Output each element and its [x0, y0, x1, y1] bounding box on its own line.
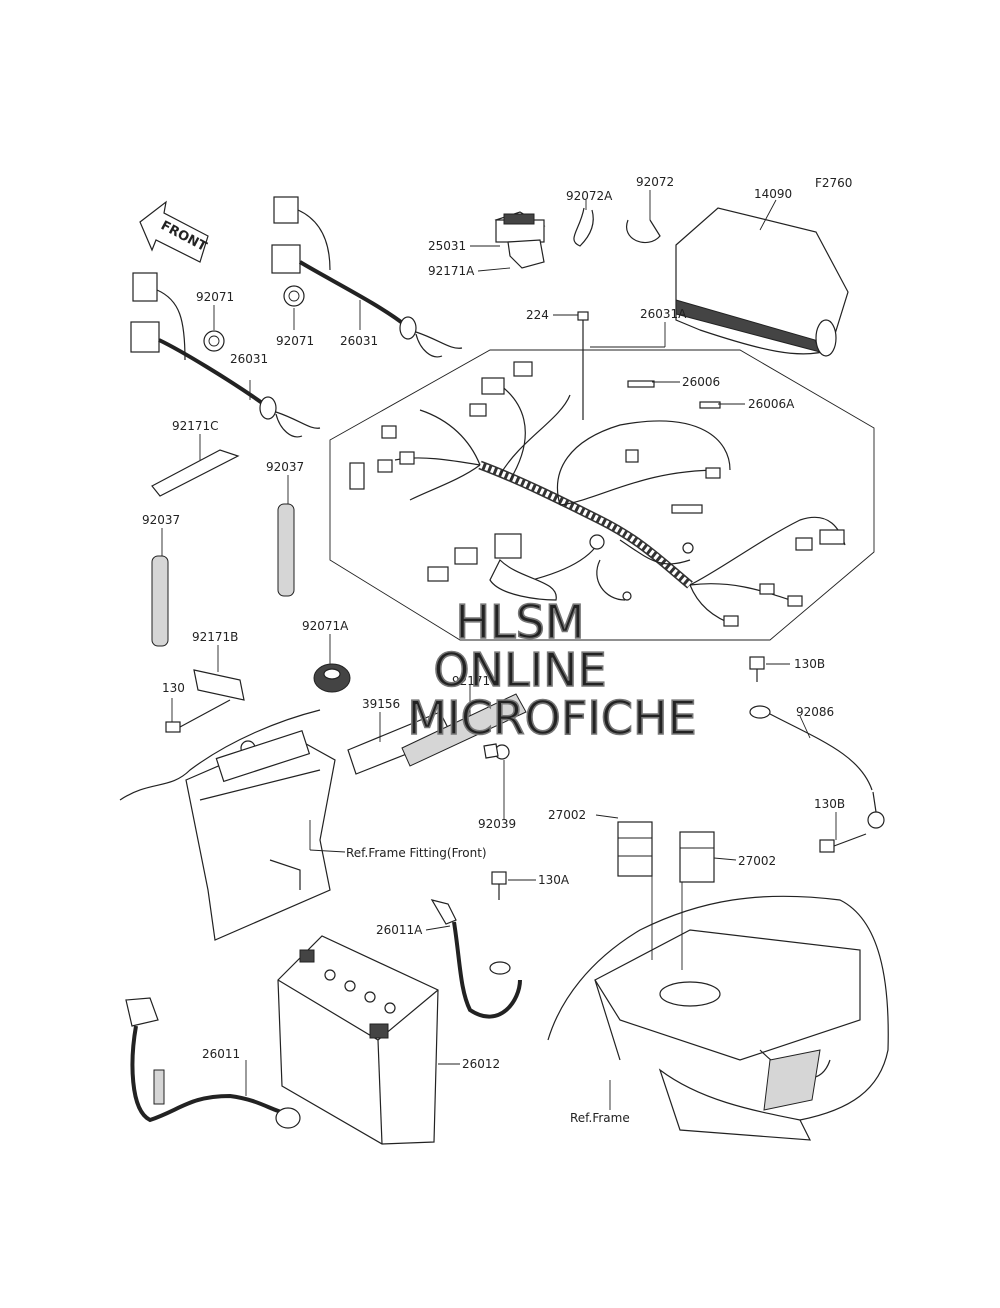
label-92171: 92171	[452, 674, 490, 688]
watermark-line-1: HLSM	[455, 595, 584, 649]
sub-harness-26031-mid	[271, 196, 463, 358]
label-26012: 26012	[462, 1057, 500, 1071]
leader-lines	[161, 190, 837, 1110]
bracket-92171a	[507, 239, 545, 269]
strap-92037-left	[151, 555, 169, 647]
bolt-224	[577, 311, 589, 420]
part-labels: 92072A 92072 14090 25031 92171A 224 2603…	[142, 175, 845, 1125]
label-27002-left: 27002	[548, 808, 586, 822]
watermark-line-3: MICROFICHE	[407, 691, 696, 745]
watermark-line-2: ONLINE	[433, 643, 606, 697]
label-39156: 39156	[362, 697, 400, 711]
label-92071-left: 92071	[196, 290, 234, 304]
label-92071a: 92071A	[302, 619, 349, 633]
bolt-130b-top	[749, 656, 765, 682]
frame-rear	[547, 895, 889, 1141]
label-224: 224	[526, 308, 549, 322]
label-130: 130	[162, 681, 185, 695]
grommet-92071-left	[203, 330, 225, 352]
relay-27002-right	[679, 831, 715, 883]
bracket-92171	[401, 693, 527, 767]
relay-27002-left	[617, 821, 653, 877]
label-26011a: 26011A	[376, 923, 423, 937]
label-26006: 26006	[682, 375, 720, 389]
label-92086: 92086	[796, 705, 834, 719]
label-130b-top: 130B	[794, 657, 825, 671]
label-26031-mid: 26031	[340, 334, 378, 348]
main-harness-26031a	[329, 349, 875, 641]
cover-14090	[675, 207, 849, 357]
label-27002-right: 27002	[738, 854, 776, 868]
sub-harness-26031-left	[130, 272, 321, 438]
label-26031-left: 26031	[230, 352, 268, 366]
label-26031a: 26031A	[640, 307, 687, 321]
battery-cable-26011	[125, 997, 301, 1129]
label-26006a: 26006A	[748, 397, 795, 411]
clamp-92171c	[151, 449, 240, 497]
ground-cable-92086	[749, 705, 885, 829]
bolt-130a	[491, 871, 507, 900]
ref-frame: Ref.Frame	[570, 1111, 630, 1125]
label-92072a: 92072A	[566, 189, 613, 203]
tie-92072	[626, 219, 661, 244]
front-arrow: FRONT	[139, 200, 209, 263]
frame-fitting-front	[119, 709, 336, 941]
figure-code: F2760	[815, 176, 852, 190]
grommet-92071-mid	[283, 285, 305, 307]
bolt-130	[165, 699, 231, 733]
watermark: HLSM ONLINE MICROFICHE	[407, 594, 698, 746]
relay-25031	[494, 211, 546, 243]
label-25031: 25031	[428, 239, 466, 253]
label-92039: 92039	[478, 817, 516, 831]
grommet-92071a	[313, 663, 351, 693]
label-92171a: 92171A	[428, 264, 475, 278]
strap-92037-mid	[277, 503, 295, 597]
label-130b-bottom: 130B	[814, 797, 845, 811]
battery-26012	[277, 935, 439, 1145]
nut-92039	[483, 743, 510, 760]
label-92171c: 92171C	[172, 419, 219, 433]
tie-92072a	[573, 207, 594, 247]
label-92171b: 92171B	[192, 630, 238, 644]
ref-frame-fitting-front: Ref.Frame Fitting(Front)	[346, 846, 487, 860]
label-92037-mid: 92037	[266, 460, 304, 474]
label-92071-mid: 92071	[276, 334, 314, 348]
label-130a: 130A	[538, 873, 570, 887]
bracket-92171b	[193, 669, 245, 701]
bolt-130b-bottom	[819, 833, 867, 853]
label-92037-left: 92037	[142, 513, 180, 527]
label-26011: 26011	[202, 1047, 240, 1061]
label-14090: 14090	[754, 187, 792, 201]
battery-cable-26011a	[430, 899, 522, 1019]
label-92072: 92072	[636, 175, 674, 189]
